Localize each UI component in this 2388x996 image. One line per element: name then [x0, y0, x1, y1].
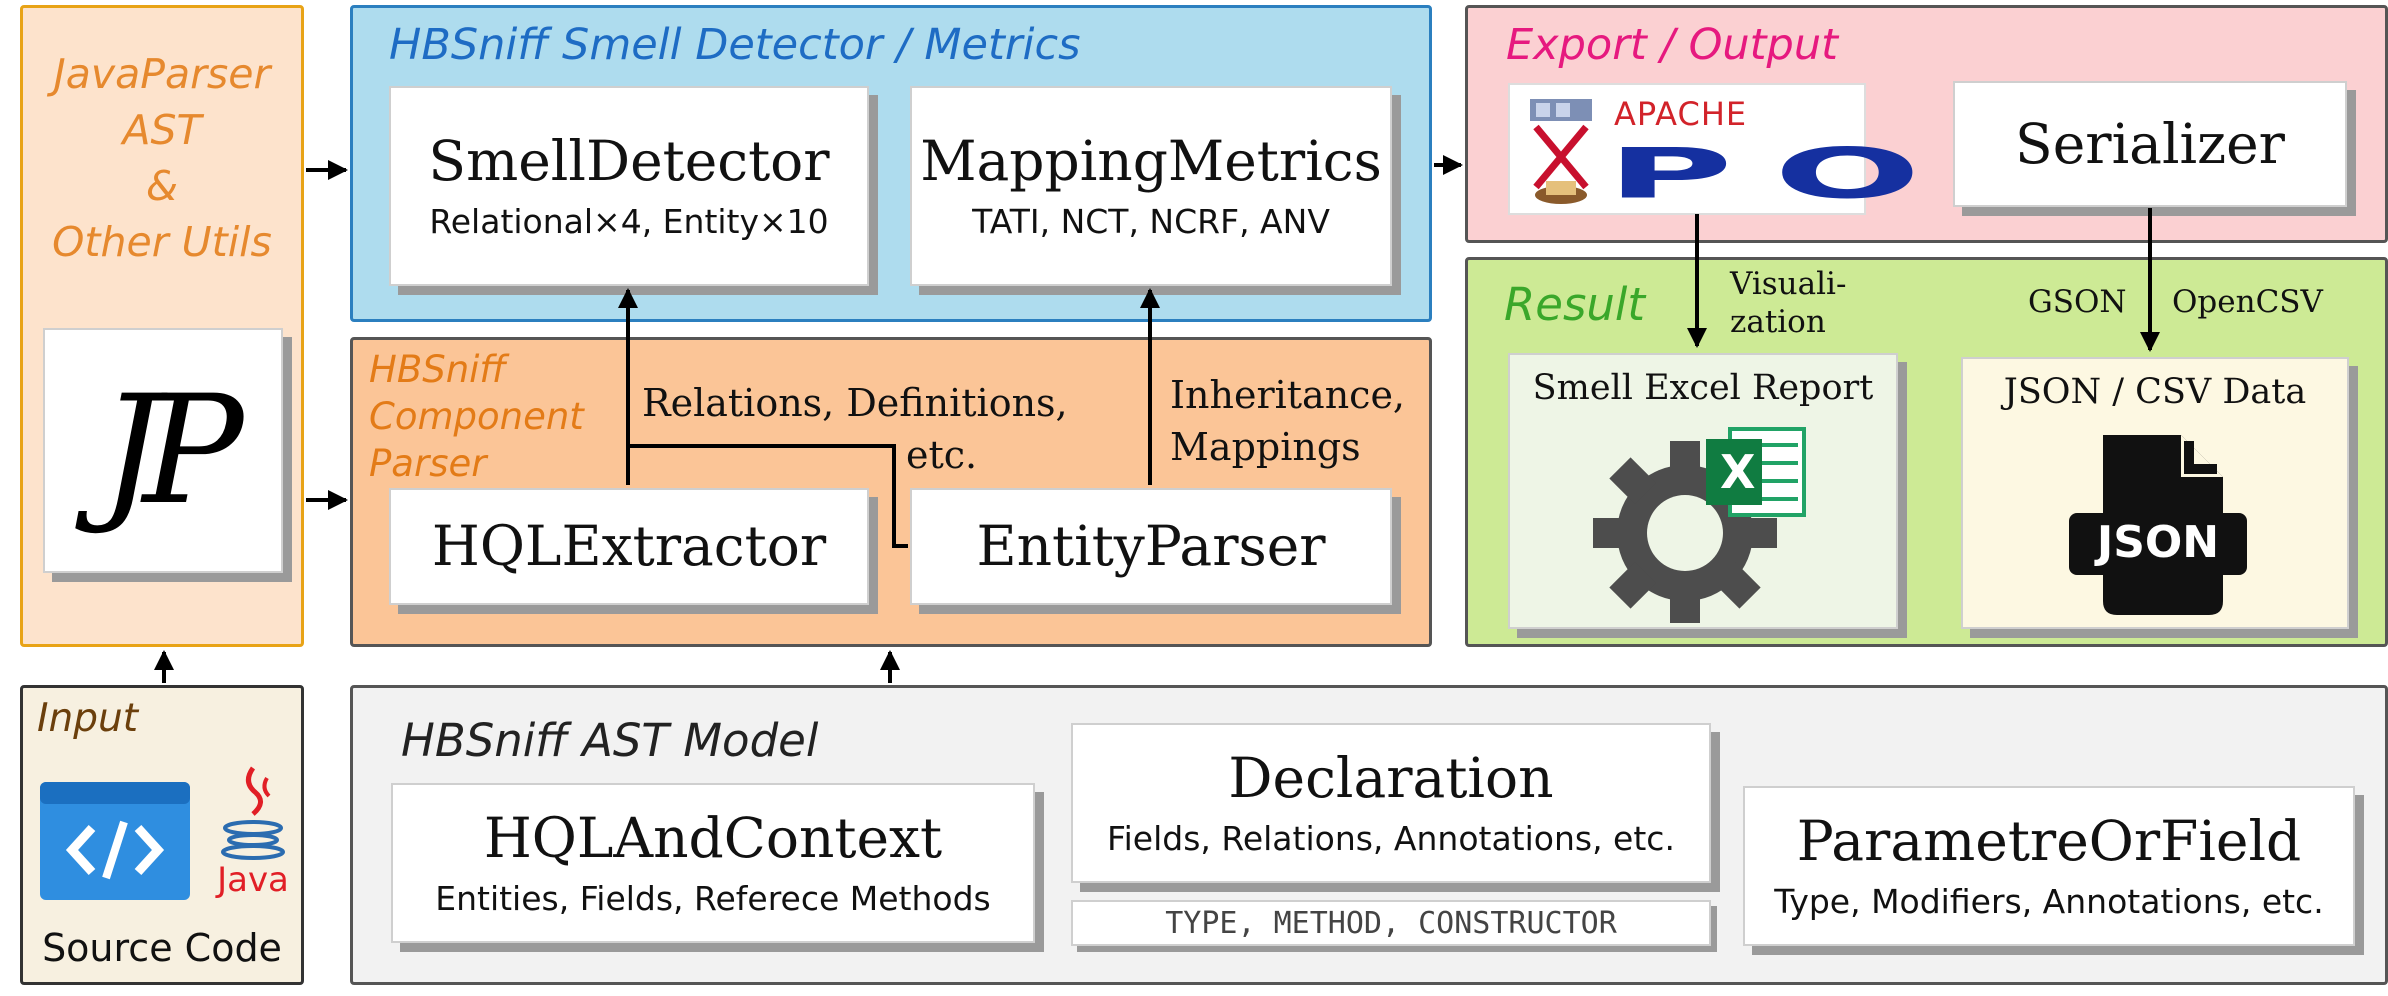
label-visualization-line-2: zation	[1730, 304, 1826, 340]
component-parser-panel: HBSniff Component Parser HQLExtractor En…	[350, 337, 1432, 647]
excel-report-title: Smell Excel Report	[1532, 368, 1874, 408]
component-parser-title-line-1: HBSniff	[369, 348, 507, 391]
json-file-icon: JSON	[2063, 427, 2253, 623]
javaparser-title-line-3: &	[146, 162, 178, 210]
input-panel: Input Java Source Code	[20, 685, 304, 985]
ast-model-title: HBSniff AST Model	[401, 714, 819, 767]
javaparser-panel: JavaParser AST & Other Utils JP	[20, 5, 304, 647]
poi-apache-text: APACHE	[1614, 95, 1748, 133]
serializer-card: Serializer	[1953, 81, 2347, 207]
label-visualization-line-1: Visuali-	[1730, 266, 1847, 302]
component-parser-title: HBSniff Component Parser	[369, 346, 584, 487]
label-relations: Relations, Definitions,	[642, 381, 1068, 425]
json-icon-text: JSON	[2096, 517, 2220, 568]
detector-panel: HBSniff Smell Detector / Metrics SmellDe…	[350, 5, 1432, 322]
result-title: Result	[1504, 278, 1646, 331]
hql-context-subtitle: Entities, Fields, Referece Methods	[435, 878, 991, 918]
smell-detector-card: SmellDetector Relational×4, Entity×10	[389, 86, 869, 286]
param-field-card: ParametreOrField Type, Modifiers, Annota…	[1743, 786, 2355, 946]
entity-parser-title: EntityParser	[976, 514, 1326, 579]
declaration-card: Declaration Fields, Relations, Annotatio…	[1071, 723, 1711, 883]
javaparser-title-line-4: Other Utils	[52, 218, 272, 266]
label-inheritance: Inheritance,	[1170, 373, 1406, 417]
json-data-title: JSON / CSV Data	[2003, 372, 2307, 412]
entity-parser-card: EntityParser	[910, 488, 1392, 605]
javaparser-logo-card: JP	[43, 328, 283, 573]
javaparser-title: JavaParser AST & Other Utils	[23, 46, 301, 270]
component-parser-title-line-3: Parser	[369, 442, 487, 485]
param-field-title: ParametreOrField	[1796, 809, 2302, 874]
javaparser-title-line-1: JavaParser	[53, 50, 271, 98]
input-title: Input	[37, 696, 138, 741]
label-visualization: Visuali- zation	[1730, 265, 1846, 341]
component-parser-title-line-2: Component	[369, 395, 584, 438]
label-etc: etc.	[906, 433, 978, 477]
declaration-title: Declaration	[1228, 746, 1554, 811]
javaparser-title-line-2: AST	[122, 106, 202, 154]
gear-icon	[1593, 427, 1806, 625]
param-field-subtitle: Type, Modifiers, Annotations, etc.	[1774, 881, 2324, 921]
declaration-types: TYPE, METHOD, CONSTRUCTOR	[1165, 905, 1617, 941]
hql-context-card: HQLAndContext Entities, Fields, Referece…	[391, 783, 1035, 943]
export-title: Export / Output	[1506, 20, 1838, 70]
detector-title: HBSniff Smell Detector / Metrics	[389, 20, 1081, 70]
hql-extractor-card: HQLExtractor	[389, 488, 869, 605]
declaration-types-card: TYPE, METHOD, CONSTRUCTOR	[1071, 900, 1711, 946]
apache-poi-logo: APACHE POI	[1508, 83, 2026, 215]
label-gson: GSON	[2028, 284, 2127, 320]
excel-report-card: Smell Excel Report	[1508, 353, 1898, 629]
smell-detector-subtitle: Relational×4, Entity×10	[429, 201, 829, 241]
declaration-subtitle: Fields, Relations, Annotations, etc.	[1107, 818, 1675, 858]
jp-logo-icon: JP	[100, 363, 243, 538]
input-caption: Source Code	[42, 926, 282, 970]
export-panel: Export / Output APACHE POI Serializer	[1465, 5, 2388, 243]
smell-detector-title: SmellDetector	[428, 129, 830, 194]
hql-extractor-title: HQLExtractor	[431, 514, 827, 579]
hql-context-title: HQLAndContext	[483, 806, 943, 871]
ast-model-panel: HBSniff AST Model HQLAndContext Entities…	[350, 685, 2388, 985]
java-cup-icon	[221, 766, 285, 860]
java-text: Java	[217, 860, 289, 900]
serializer-title: Serializer	[2015, 111, 2285, 176]
excel-icon	[1706, 427, 1806, 517]
json-data-card: JSON / CSV Data JSON	[1961, 357, 2349, 629]
gear-excel-icon: X	[1590, 423, 1820, 625]
excel-letter: X	[1720, 445, 1756, 499]
mapping-metrics-card: MappingMetrics TATI, NCT, NCRF, ANV	[910, 86, 1392, 286]
result-panel: Result Smell Excel Report	[1465, 257, 2388, 647]
label-mappings: Mappings	[1170, 425, 1361, 469]
label-opencsv: OpenCSV	[2172, 284, 2323, 320]
mapping-metrics-subtitle: TATI, NCT, NCRF, ANV	[972, 201, 1330, 241]
code-file-icon	[40, 782, 190, 900]
mapping-metrics-title: MappingMetrics	[920, 129, 1382, 194]
poi-figure-icon	[1530, 99, 1592, 204]
